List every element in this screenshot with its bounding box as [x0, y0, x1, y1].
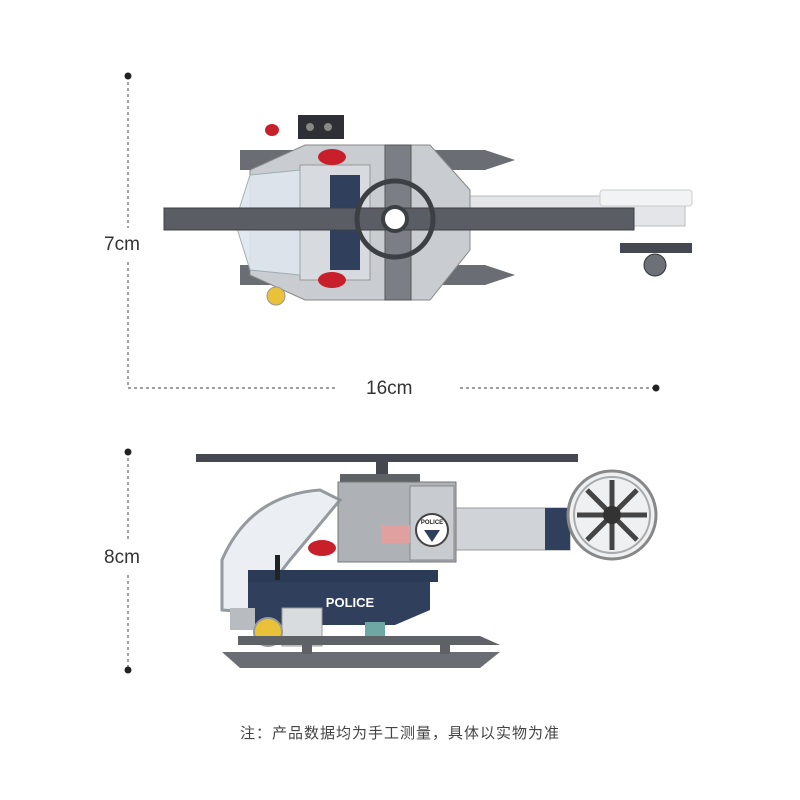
- fuselage-police-text: POLICE: [326, 595, 375, 610]
- helicopter-top-view: [163, 115, 693, 306]
- dimension-endpoint: [652, 384, 660, 392]
- measurement-note: 注：产品数据均为手工测量，具体以实物为准: [239, 724, 560, 742]
- top-view-dimension-lines: [127, 76, 656, 389]
- dimension-endpoint: [124, 72, 132, 80]
- helicopter-side-view: POLICE POLICE: [196, 454, 658, 668]
- side-view-height-label: 8cm: [104, 547, 140, 569]
- dimension-endpoint: [124, 448, 132, 456]
- dimension-endpoint: [124, 666, 132, 674]
- badge-text: POLICE: [421, 520, 443, 526]
- top-view-height-label: 7cm: [104, 234, 140, 256]
- top-view-length-label: 16cm: [366, 378, 413, 400]
